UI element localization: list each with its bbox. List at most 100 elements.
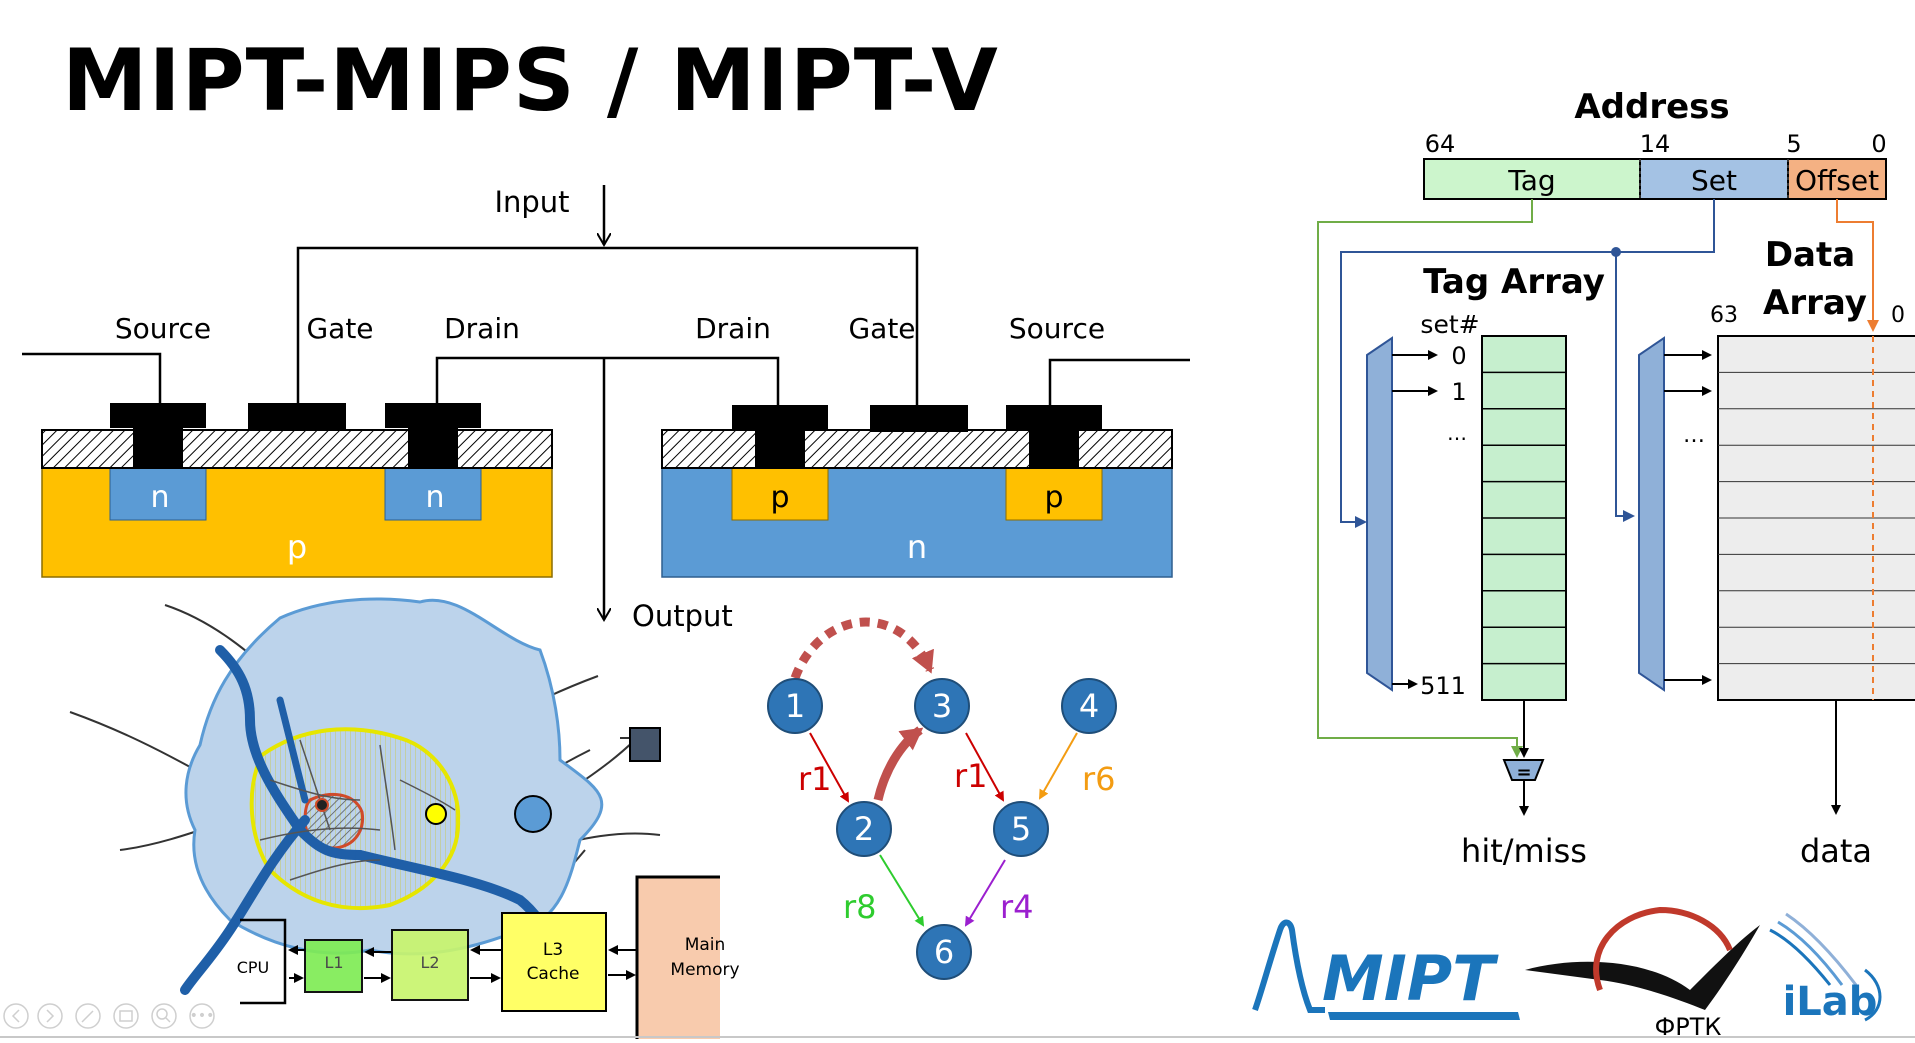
pmos-drain-contact (732, 405, 828, 430)
city-map-illustration (69, 597, 661, 995)
cpu-label: CPU (237, 958, 270, 977)
memory-hierarchy: CPU L1 L2 L3 Cache Main Memory (237, 875, 740, 1039)
main-memory-label-1: Main (685, 935, 726, 955)
frtk-ring-icon (1593, 906, 1733, 992)
graph-node-6-label: 6 (934, 933, 954, 971)
graph-node-4: 4 (1061, 678, 1117, 734)
graph-node-3-label: 3 (932, 687, 952, 725)
l2-label: L2 (420, 953, 439, 972)
pmos-drain-label: Drain (695, 312, 771, 345)
set-wire-junction (1611, 247, 1621, 257)
set-number-label: set# (1420, 310, 1479, 339)
edge-1-2 (809, 732, 849, 803)
set-index-0: 0 (1451, 342, 1466, 370)
tag-compare-wire (1317, 199, 1533, 758)
pmos-source-contact (1006, 405, 1102, 430)
data-array-title-2: Array (1763, 283, 1867, 323)
address-title: Address (1574, 87, 1729, 127)
nmos-p-label: p (287, 528, 307, 566)
graph-node-6: 6 (916, 924, 972, 980)
main-memory-border (635, 875, 720, 1039)
graph-node-3: 3 (914, 678, 970, 734)
zoom-button[interactable] (151, 1003, 177, 1029)
tag-array-rows (1482, 371, 1566, 665)
nmos-drain-plug (408, 428, 458, 468)
address-bit-14: 14 (1640, 130, 1671, 158)
data-decoder (1638, 336, 1665, 692)
nmos-drain-contact (385, 403, 481, 428)
pmos-p-well-source (1005, 464, 1103, 521)
next-slide-button[interactable] (37, 1003, 63, 1029)
offset-field-label: Offset (1795, 164, 1879, 197)
hit-miss-label: hit/miss (1461, 832, 1587, 870)
graph-node-5-label: 5 (1011, 810, 1031, 848)
tag-decoder (1366, 336, 1393, 692)
l1-label: L1 (324, 953, 343, 972)
main-memory-label-2: Memory (670, 960, 739, 980)
ilab-wave-icon-2 (1777, 920, 1844, 986)
edge-2-6 (879, 854, 925, 927)
frtk-logo: ФРТК (1525, 906, 1760, 1041)
set-index-dots: … (1447, 421, 1467, 445)
nmos-oxide (41, 429, 553, 469)
l1-box (304, 939, 363, 993)
address-bit-64: 64 (1425, 130, 1456, 158)
l3-box (501, 912, 607, 1012)
frtk-logo-text: ФРТК (1655, 1013, 1722, 1039)
nmos-n-well-drain (384, 464, 482, 521)
pmos-oxide (661, 429, 1173, 469)
bypass-edge (873, 726, 924, 802)
main-memory-box (637, 877, 720, 1039)
speculative-edge (790, 617, 935, 680)
graph-node-1: 1 (767, 678, 823, 734)
address-bit-0: 0 (1871, 130, 1886, 158)
mipt-logo: MIPT (1252, 919, 1520, 1020)
ilab-wave-icon-1 (1769, 928, 1832, 986)
nmos-transistor: Source Gate Drain n n p (22, 312, 553, 578)
ilab-logo-text: iLab (1783, 979, 1878, 1025)
l2-box (391, 929, 469, 1001)
set-index-wire-tag (1340, 199, 1715, 528)
l3-label-2: Cache (527, 964, 580, 984)
region-marker (514, 795, 552, 833)
suburb-marker (425, 803, 447, 825)
cpu-box (240, 918, 287, 1005)
see-all-slides-button[interactable] (113, 1003, 139, 1029)
set-index-511: 511 (1420, 672, 1466, 700)
pmos-p-label-right: p (1044, 480, 1063, 515)
hierarchy-arrows (288, 945, 637, 983)
comparator-label: = (1516, 762, 1531, 783)
drain-wire (435, 356, 780, 405)
mipt-wave-icon (1252, 919, 1325, 1013)
ilab-logo: iLab (1769, 912, 1882, 1025)
prev-icon (11, 1009, 20, 1023)
graph-node-5: 5 (993, 801, 1049, 857)
center-marker (315, 798, 329, 812)
nmos-n-label-left: n (150, 480, 169, 515)
pmos-gate-electrode (870, 405, 968, 432)
data-out-label: data (1800, 832, 1872, 870)
pmos-source-label: Source (1009, 312, 1105, 345)
input-label: Input (494, 185, 569, 219)
slides-icon (119, 1010, 133, 1022)
output-label: Output (632, 599, 733, 633)
pmos-transistor: Drain Gate Source p p n (661, 312, 1190, 578)
graph-node-2-label: 2 (854, 810, 874, 848)
mipt-underline (1328, 1012, 1520, 1020)
prev-slide-button[interactable] (3, 1003, 29, 1029)
nmos-gate-label: Gate (306, 312, 373, 345)
pen-button[interactable] (75, 1003, 101, 1029)
tag-field-label: Tag (1507, 164, 1555, 197)
edge-4-5 (1039, 732, 1078, 800)
tag-field (1423, 158, 1641, 200)
pmos-drain-plug (755, 428, 805, 468)
nmos-drain-label: Drain (444, 312, 520, 345)
nmos-n-label-right: n (425, 480, 444, 515)
more-options-button[interactable]: ••• (189, 1003, 215, 1029)
edge-label-r4: r4 (1000, 888, 1034, 926)
pmos-p-label-left: p (770, 480, 789, 515)
nmos-gate-electrode (248, 403, 346, 430)
edge-3-5 (965, 732, 1004, 802)
